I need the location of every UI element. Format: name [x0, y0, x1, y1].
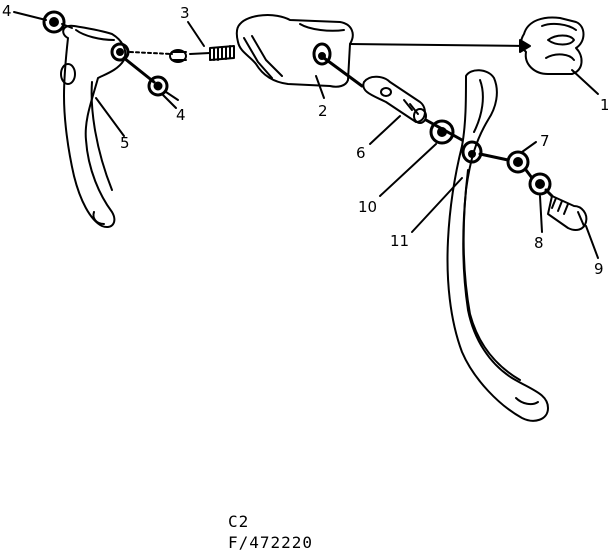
part-11-lever	[446, 69, 549, 422]
part-4-washer-lower	[122, 56, 179, 101]
part-1-clip	[520, 16, 585, 75]
part-8-washer	[524, 168, 552, 196]
diagram-reference-number: F/472220	[228, 533, 314, 552]
callout-11: 11	[390, 232, 409, 250]
part-4-washer-top	[13, 10, 73, 34]
callout-3: 3	[180, 4, 190, 22]
callout-6: 6	[356, 144, 366, 162]
callout-4-lower: 4	[176, 106, 186, 124]
part-3-spacer	[129, 45, 235, 63]
callout-8: 8	[534, 234, 544, 252]
part-10-washer	[424, 118, 464, 145]
diagram-code: C2	[228, 512, 250, 531]
callout-9: 9	[594, 260, 604, 278]
callout-4-top: 4	[2, 2, 12, 20]
callout-1: 1	[600, 96, 608, 114]
part-7-washer	[478, 150, 530, 174]
callout-7: 7	[540, 132, 550, 150]
part-5-bracket	[60, 24, 127, 228]
callout-2: 2	[318, 102, 328, 120]
callout-labels: 1 2 3 4 4 5 6 7 8 9 10 11	[2, 2, 608, 278]
part-4-washer-bracket	[110, 42, 130, 62]
part-2-block	[235, 14, 354, 88]
part-6-sleeve	[362, 75, 427, 124]
part-9-screw	[544, 188, 588, 231]
callout-leaders	[95, 21, 599, 259]
callout-10: 10	[358, 198, 377, 216]
callout-5: 5	[120, 134, 130, 152]
